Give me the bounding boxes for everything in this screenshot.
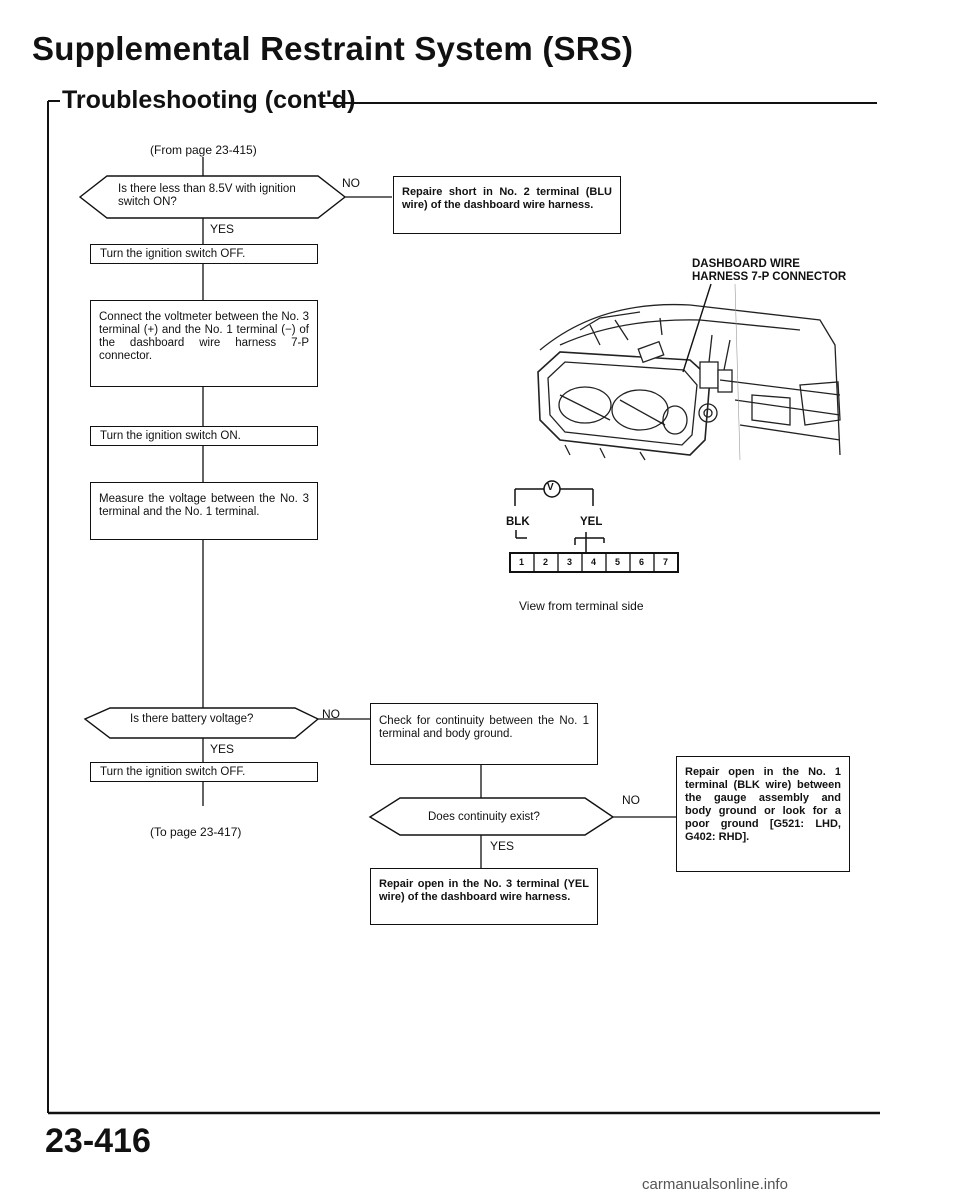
no-label-2: NO (322, 707, 340, 721)
no-label-1: NO (342, 176, 360, 190)
terminal-5: 5 (615, 557, 621, 567)
dashboard-illustration (537, 303, 841, 461)
terminal-1: 1 (519, 557, 525, 567)
terminal-dividers (533, 553, 655, 572)
action-repair-open-yel: Repair open in the No. 3 terminal (YEL w… (370, 868, 598, 925)
no-label-3: NO (622, 793, 640, 807)
wire-label-blk: BLK (506, 516, 530, 528)
terminal-4: 4 (591, 557, 597, 567)
yes-label-2: YES (210, 742, 235, 756)
figure-caption: View from terminal side (519, 599, 644, 613)
callout-line-2: HARNESS 7-P CONNECTOR (692, 271, 847, 283)
page-title: Supplemental Restraint System (SRS) (32, 30, 634, 67)
action-check-continuity: Check for continuity between the No. 1 t… (370, 703, 598, 765)
from-page-ref: (From page 23-415) (150, 143, 257, 157)
callout-line-1: DASHBOARD WIRE (692, 258, 800, 270)
section-subtitle: Troubleshooting (cont'd) (62, 86, 356, 114)
step-ignition-on: Turn the ignition switch ON. (90, 426, 318, 446)
to-page-ref: (To page 23-417) (150, 825, 242, 839)
terminal-3: 3 (567, 557, 573, 567)
terminal-6: 6 (639, 557, 645, 567)
action-repair-open-blk: Repair open in the No. 1 terminal (BLK w… (676, 756, 850, 872)
voltmeter-symbol: V (547, 482, 554, 493)
yes-label-3: YES (490, 839, 515, 853)
step-measure-voltage: Measure the voltage between the No. 3 te… (90, 482, 318, 540)
action-repair-short: Repaire short in No. 2 terminal (BLU wir… (393, 176, 621, 234)
decision-text-3: Does continuity exist? (428, 811, 540, 823)
yes-label-1: YES (210, 222, 235, 236)
step-ignition-off-1: Turn the ignition switch OFF. (90, 244, 318, 264)
decision-text-2: Is there battery voltage? (130, 713, 254, 725)
wire-label-yel: YEL (580, 516, 603, 528)
watermark: carmanualsonline.info (642, 1176, 788, 1193)
decision-text-1: Is there less than 8.5V with ignition sw… (118, 183, 296, 208)
step-ignition-off-2: Turn the ignition switch OFF. (90, 762, 318, 782)
terminal-2: 2 (543, 557, 549, 567)
step-connect-voltmeter: Connect the voltmeter between the No. 3 … (90, 300, 318, 387)
connector-diagram (509, 480, 679, 573)
terminal-7: 7 (663, 557, 669, 567)
page-number: 23-416 (45, 1122, 151, 1160)
